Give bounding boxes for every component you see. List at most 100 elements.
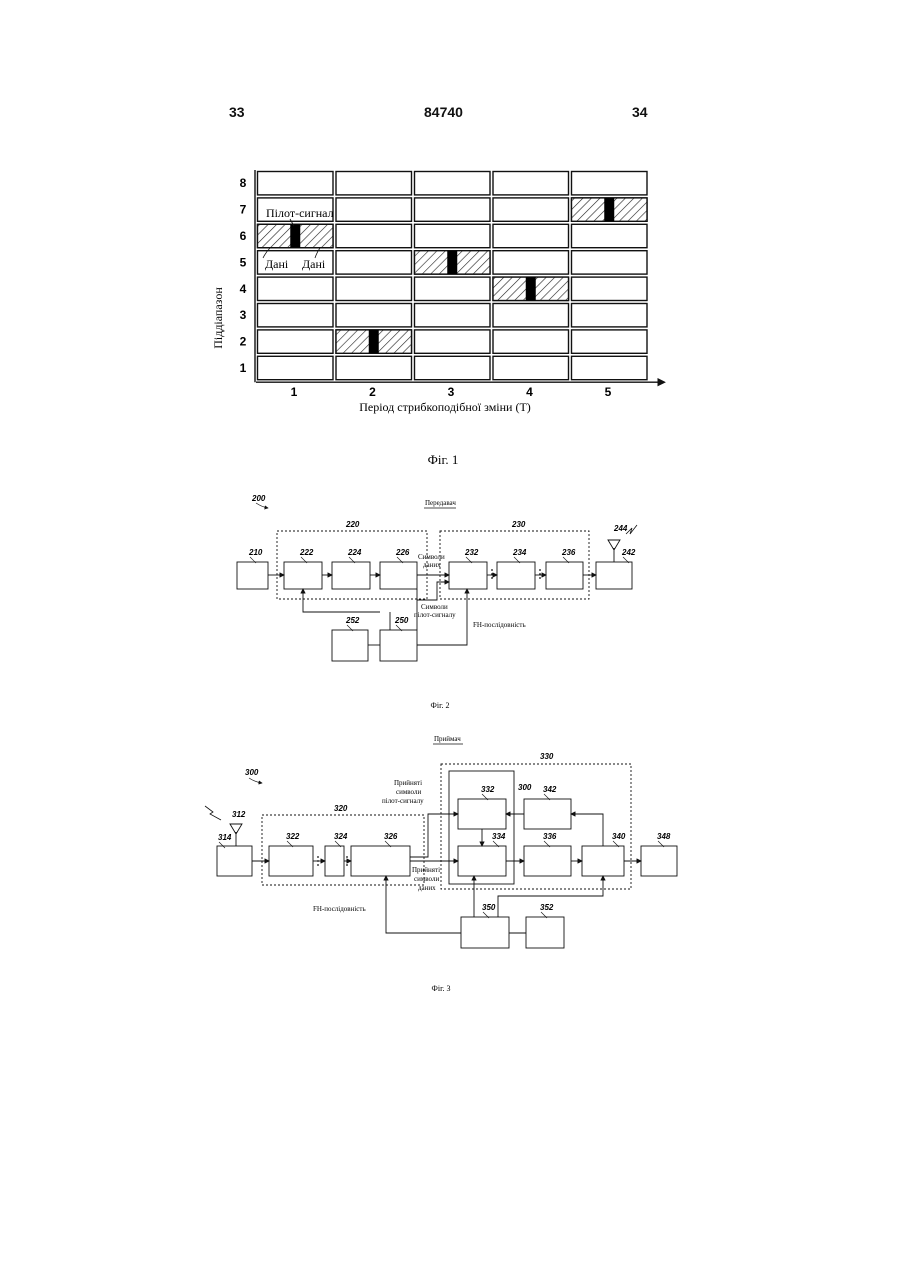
fig1-y-tick-label: 1	[240, 361, 247, 375]
fig3-block-336	[524, 846, 571, 876]
fig2-ref-200-arrow	[256, 503, 268, 508]
fig2-label-pilot-2: пілот-сигналу	[414, 611, 456, 619]
fig1-cell	[258, 304, 334, 327]
fig2-transmitter-diagram	[237, 525, 637, 661]
fig3-label-pilot-2: символи	[396, 788, 421, 796]
fig3-block-352	[526, 917, 564, 948]
fig3-ref-324: 324	[334, 832, 348, 841]
fig3-ref-300-arrow	[249, 778, 262, 783]
fig2-ref-234: 234	[512, 548, 527, 557]
fig2-block-252	[332, 630, 368, 661]
fig2-block-224	[332, 562, 370, 589]
fig3-label-pilot-3: пілот-сигналу	[382, 797, 424, 805]
fig3-ref-320: 320	[334, 804, 348, 813]
fig1-y-tick-label: 4	[240, 282, 247, 296]
fig1-data-right-label: Дані	[302, 257, 326, 271]
fig3-receiver-diagram	[205, 764, 677, 948]
fig3-ref-336: 336	[543, 832, 557, 841]
fig3-antenna-312: 312	[232, 810, 246, 819]
fig3-title: Приймач	[434, 735, 461, 743]
fig1-cell	[336, 198, 412, 221]
fig3-leader	[219, 842, 225, 848]
fig2-block-226	[380, 562, 417, 589]
fig1-cell	[258, 172, 334, 195]
fig2-block-210	[237, 562, 268, 589]
fig3-block-350	[461, 917, 509, 948]
fig2-block-236	[546, 562, 583, 589]
fig1-cell	[336, 356, 412, 379]
fig1-cell	[493, 330, 569, 353]
fig1-cell	[415, 356, 491, 379]
fig2-ref-222: 222	[299, 548, 314, 557]
fig1-y-axis-label: Піддіапазон	[211, 287, 225, 349]
fig2-title: Передавач	[425, 499, 456, 507]
fig2-ref-224: 224	[347, 548, 362, 557]
fig2-block-234	[497, 562, 535, 589]
fig3-ref-subgroup-300: 300	[518, 783, 532, 792]
fig1-cell	[415, 304, 491, 327]
fig3-block-labels: 314322324326332342334336340348350352	[218, 785, 671, 918]
fig1-cell	[493, 304, 569, 327]
fig2-block-242	[596, 562, 632, 589]
fig2-ref-252: 252	[345, 616, 360, 625]
fig3-ref-314: 314	[218, 833, 232, 842]
fig1-y-tick-label: 6	[240, 229, 247, 243]
fig2-ref-200: 200	[251, 494, 266, 503]
fig3-ref-352: 352	[540, 903, 554, 912]
fig3-ref-342: 342	[543, 785, 557, 794]
fig3-block-326	[351, 846, 410, 876]
fig1-cell	[258, 356, 334, 379]
fig1-hop-grid: 1234567812345	[240, 170, 665, 399]
fig2-ref-230: 230	[511, 520, 526, 529]
fig3-ref-330: 330	[540, 752, 554, 761]
fig1-cell	[572, 277, 648, 300]
fig2-ref-220: 220	[345, 520, 360, 529]
fig2-ref-232: 232	[464, 548, 479, 557]
fig1-cell	[415, 277, 491, 300]
fig1-cell	[415, 198, 491, 221]
fig3-ref-350: 350	[482, 903, 496, 912]
fig1-cell	[415, 172, 491, 195]
fig2-ref-242: 242	[621, 548, 636, 557]
fig1-data-left-label: Дані	[265, 257, 289, 271]
fig2-dots	[491, 569, 541, 579]
fig1-x-tick-label: 4	[526, 385, 533, 399]
fig1-cell	[258, 330, 334, 353]
fig1-caption: Фіг. 1	[428, 452, 459, 467]
fig1-x-tick-label: 1	[291, 385, 298, 399]
fig3-block-340	[582, 846, 624, 876]
fig1-cell	[258, 277, 334, 300]
fig1-cell	[493, 356, 569, 379]
fig1-cell	[572, 224, 648, 247]
fig2-caption: Фіг. 2	[431, 701, 450, 710]
fig3-ref-334: 334	[492, 832, 506, 841]
fig1-y-tick-label: 2	[240, 335, 247, 349]
fig3-ref-300: 300	[245, 768, 259, 777]
fig1-cell	[572, 172, 648, 195]
fig2-ref-250: 250	[394, 616, 409, 625]
fig1-cell	[493, 198, 569, 221]
fig1-cell	[572, 251, 648, 274]
fig2-ref-226: 226	[395, 548, 410, 557]
fig1-pilot-symbol	[369, 330, 379, 353]
fig1-cell	[336, 172, 412, 195]
fig1-y-tick-label: 7	[240, 203, 247, 217]
fig3-ref-340: 340	[612, 832, 626, 841]
fig3-block-324	[325, 846, 344, 876]
fig3-label-data-3: даних	[418, 884, 436, 892]
fig1-x-tick-label: 3	[448, 385, 455, 399]
fig2-block-232	[449, 562, 487, 589]
fig1-cell	[336, 277, 412, 300]
fig2-label-data-1: Символи	[418, 553, 445, 561]
fig3-block-322	[269, 846, 313, 876]
fig1-y-tick-label: 8	[240, 176, 247, 190]
fig1-cell	[572, 304, 648, 327]
fig3-label-data-2: символи	[414, 875, 439, 883]
fig3-block-342	[524, 799, 571, 829]
fig1-cell	[336, 224, 412, 247]
fig2-ref-210: 210	[248, 548, 263, 557]
fig1-y-tick-label: 3	[240, 308, 247, 322]
fig1-pilot-symbol	[604, 198, 614, 221]
fig1-cell	[493, 172, 569, 195]
